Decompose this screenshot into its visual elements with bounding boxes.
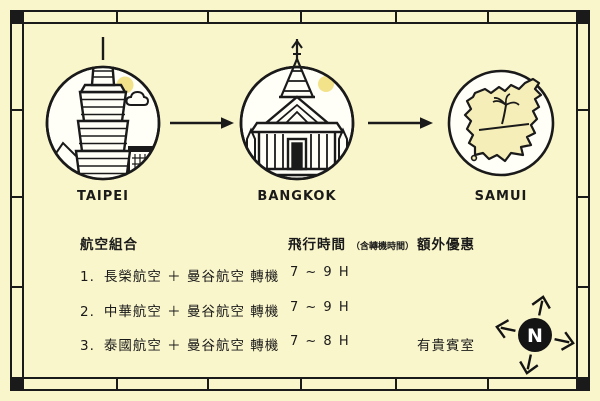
combo-row-3: 3. 泰國航空 ＋ 曼谷航空 轉機 (80, 334, 279, 354)
islet (470, 154, 478, 162)
header-extra-benefit: 額外優惠 (417, 237, 475, 253)
taipei-101-icon (45, 37, 161, 181)
header-flight-time-main: 飛行時間 (288, 237, 346, 253)
row-combo: 中華航空 ＋ 曼谷航空 轉機 (103, 304, 280, 320)
row-combo: 長榮航空 ＋ 曼谷航空 轉機 (103, 269, 280, 285)
row-number: 2. (80, 304, 95, 320)
header-airline-combo: 航空組合 (80, 237, 138, 253)
temple-spire (279, 39, 315, 99)
bonus-lounge: 有貴賓室 (417, 338, 475, 354)
city-label-taipei: TAIPEI (76, 189, 129, 204)
taipei-101-tower (74, 68, 132, 178)
row-combo: 泰國航空 ＋ 曼谷航空 轉機 (103, 338, 280, 354)
route-arrow-taipei-bangkok (170, 117, 234, 129)
compass-circle (518, 318, 552, 352)
header-flight-time-note: （含轉機時間） (351, 242, 415, 252)
compass-arrows (495, 295, 575, 375)
compass-north-label: N (527, 325, 543, 347)
flight-time-1: 7 ~ 9 H (290, 265, 351, 280)
thai-temple-icon (239, 39, 355, 181)
row-number: 3. (80, 338, 95, 354)
sun (318, 76, 334, 92)
city-building (128, 146, 158, 178)
combo-row-1: 1. 長榮航空 ＋ 曼谷航空 轉機 (80, 265, 279, 285)
route-arrow-bangkok-samui (368, 117, 433, 129)
row-number: 1. (80, 269, 95, 285)
frame-border (10, 10, 590, 391)
frame-corner-squares (10, 10, 590, 391)
city-label-samui: SAMUI (474, 189, 528, 204)
combo-row-2: 2. 中華航空 ＋ 曼谷航空 轉機 (80, 300, 279, 320)
compass-icon: N (495, 295, 575, 375)
city-label-bangkok: BANGKOK (257, 189, 337, 204)
palm-tree (478, 93, 530, 131)
header-flight-time: 飛行時間 （含轉機時間） (288, 233, 414, 253)
flight-time-3: 7 ~ 8 H (290, 334, 351, 349)
samui-island-map-icon (447, 69, 555, 177)
flight-time-2: 7 ~ 9 H (290, 300, 351, 315)
